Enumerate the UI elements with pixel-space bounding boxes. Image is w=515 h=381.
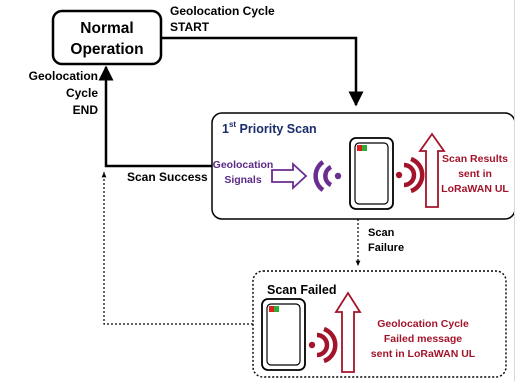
signals-hollow-arrow <box>271 161 308 191</box>
cycle-end-label-1: Geolocation <box>29 69 98 83</box>
signals-label-1: Geolocation <box>213 159 274 171</box>
tracker-device-icon <box>349 137 394 210</box>
outgoing-waves-icon <box>395 156 425 194</box>
failed-message-label-2: Failed message <box>384 333 462 345</box>
scan-results-label-3: LoRaWAN UL <box>441 183 509 195</box>
scan-success-arrow <box>98 65 212 168</box>
priority-scan-title: 1st Priority Scan <box>222 120 317 136</box>
cycle-start-label-2: START <box>170 20 210 34</box>
scan-results-label-1: Scan Results <box>442 153 508 165</box>
cycle-end-label-2: Cycle <box>66 86 98 100</box>
start-arrow <box>161 36 364 107</box>
failed-message-label-1: Geolocation Cycle <box>377 318 469 330</box>
scan-failed-return-arrow <box>101 172 253 325</box>
uplink-hollow-arrow <box>418 132 446 208</box>
priority-scan-title-rest: Priority Scan <box>236 122 317 136</box>
scan-results-label-2: sent in <box>458 168 492 180</box>
normal-operation-label-1: Normal <box>80 20 133 37</box>
failed-uplink-hollow-arrow <box>334 291 362 373</box>
failed-outgoing-waves-icon <box>308 326 338 364</box>
scan-failed-title: Scan Failed <box>267 283 336 297</box>
scan-failed-box <box>252 270 507 378</box>
cycle-start-label-1: Geolocation Cycle <box>170 4 275 18</box>
failed-message-label-3: sent in LoRaWAN UL <box>371 348 476 360</box>
priority-scan-title-sup: st <box>229 120 236 129</box>
priority-scan-title-prefix: 1 <box>222 122 229 136</box>
incoming-waves-icon <box>313 160 342 192</box>
scan-failure-label-2: Failure <box>368 242 404 254</box>
scan-success-label: Scan Success <box>127 170 208 184</box>
normal-operation-label-2: Operation <box>70 41 143 58</box>
cycle-end-label-3: END <box>73 103 99 117</box>
scan-failure-label-1: Scan <box>368 227 395 239</box>
failed-tracker-device-icon <box>261 298 306 371</box>
signals-label-2: Signals <box>224 174 262 186</box>
